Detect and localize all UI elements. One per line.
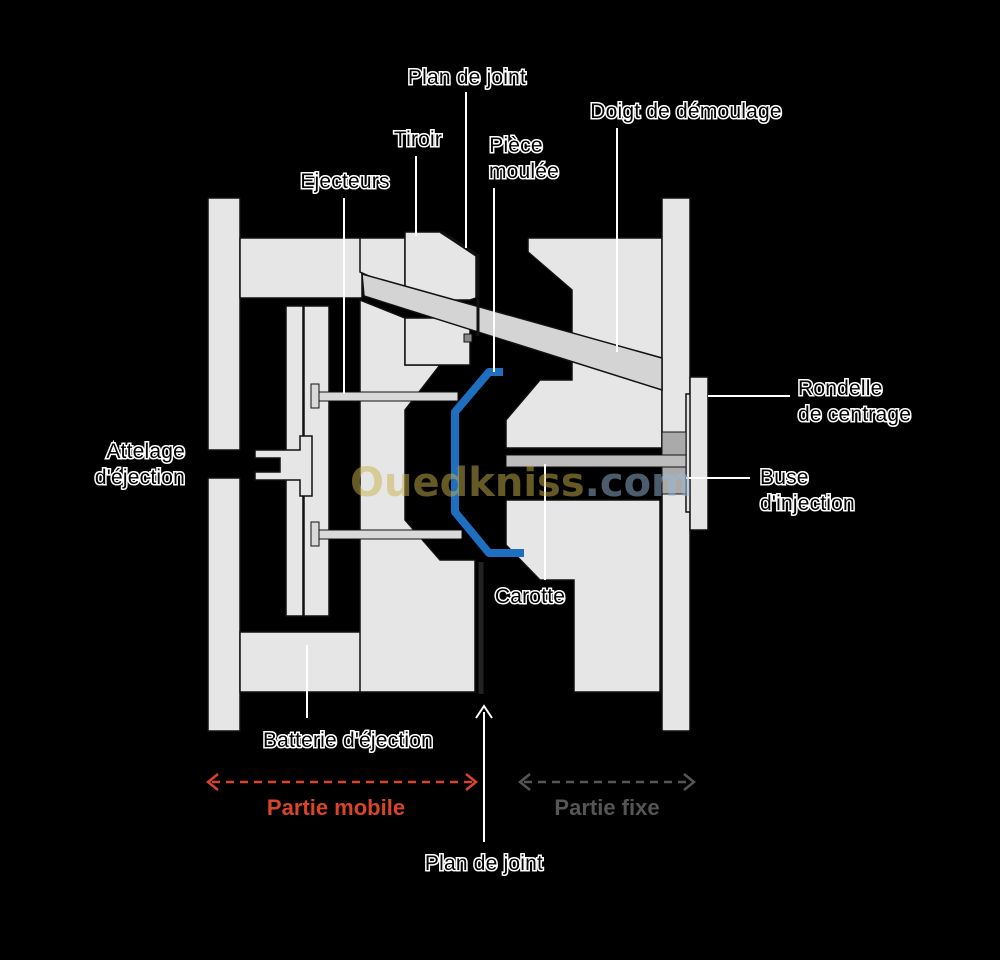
label-partie-mobile: Partie mobile — [267, 795, 405, 820]
parting-line-upper-tip — [463, 333, 473, 343]
sprue-channel — [505, 454, 687, 468]
label-rondelle-1: Rondelle — [798, 377, 883, 400]
ejector-pin-upper — [315, 391, 459, 402]
label-ejecteurs: Ejecteurs — [300, 170, 389, 193]
ejector-coupling — [254, 435, 313, 497]
label-doigt-de-demoulage: Doigt de démoulage — [590, 100, 782, 123]
label-piece-moulee-2: moulée — [489, 160, 559, 183]
ejector-pin-lower — [315, 529, 463, 540]
partie-fixe-arrow — [517, 773, 697, 791]
partie-mobile-arrow — [205, 773, 479, 791]
watermark-part1: Ouedkniss — [350, 460, 585, 506]
ejector-pin-upper-head — [310, 383, 320, 409]
demoulding-pin — [361, 272, 663, 392]
parting-line-arrow — [475, 704, 493, 719]
leader-lines — [306, 92, 790, 842]
label-partie-fixe: Partie fixe — [554, 795, 659, 820]
ejector-pin-lower-head — [310, 521, 320, 547]
mobile-clamping-plate-top — [207, 197, 241, 451]
molded-part — [451, 368, 524, 557]
label-plan-de-joint-bottom: Plan de joint — [425, 852, 543, 875]
label-buse-2: d'injection — [760, 492, 855, 515]
mobile-clamping-plate-bottom — [207, 477, 241, 732]
ejector-pins — [310, 383, 463, 547]
label-carotte: Carotte — [495, 585, 565, 608]
label-attelage-2: d'éjection — [95, 466, 185, 489]
centering-ring — [685, 376, 709, 531]
label-plan-de-joint-top: Plan de joint — [408, 66, 526, 89]
label-batterie-ejection: Batterie d'éjection — [263, 729, 433, 752]
watermark: Ouedkniss.com — [350, 460, 693, 506]
parting-line-upper — [440, 230, 477, 256]
spacer-block-bottom — [239, 631, 363, 693]
mobile-half — [207, 197, 477, 732]
label-attelage-1: Attelage — [106, 440, 185, 463]
spacer-block-top — [239, 237, 363, 299]
label-piece-moulee-1: Pièce — [489, 134, 543, 157]
label-buse-1: Buse — [760, 466, 809, 489]
label-rondelle-2: de centrage — [798, 403, 911, 426]
watermark-part2: .com — [585, 460, 693, 506]
label-tiroir: Tiroir — [394, 128, 442, 151]
